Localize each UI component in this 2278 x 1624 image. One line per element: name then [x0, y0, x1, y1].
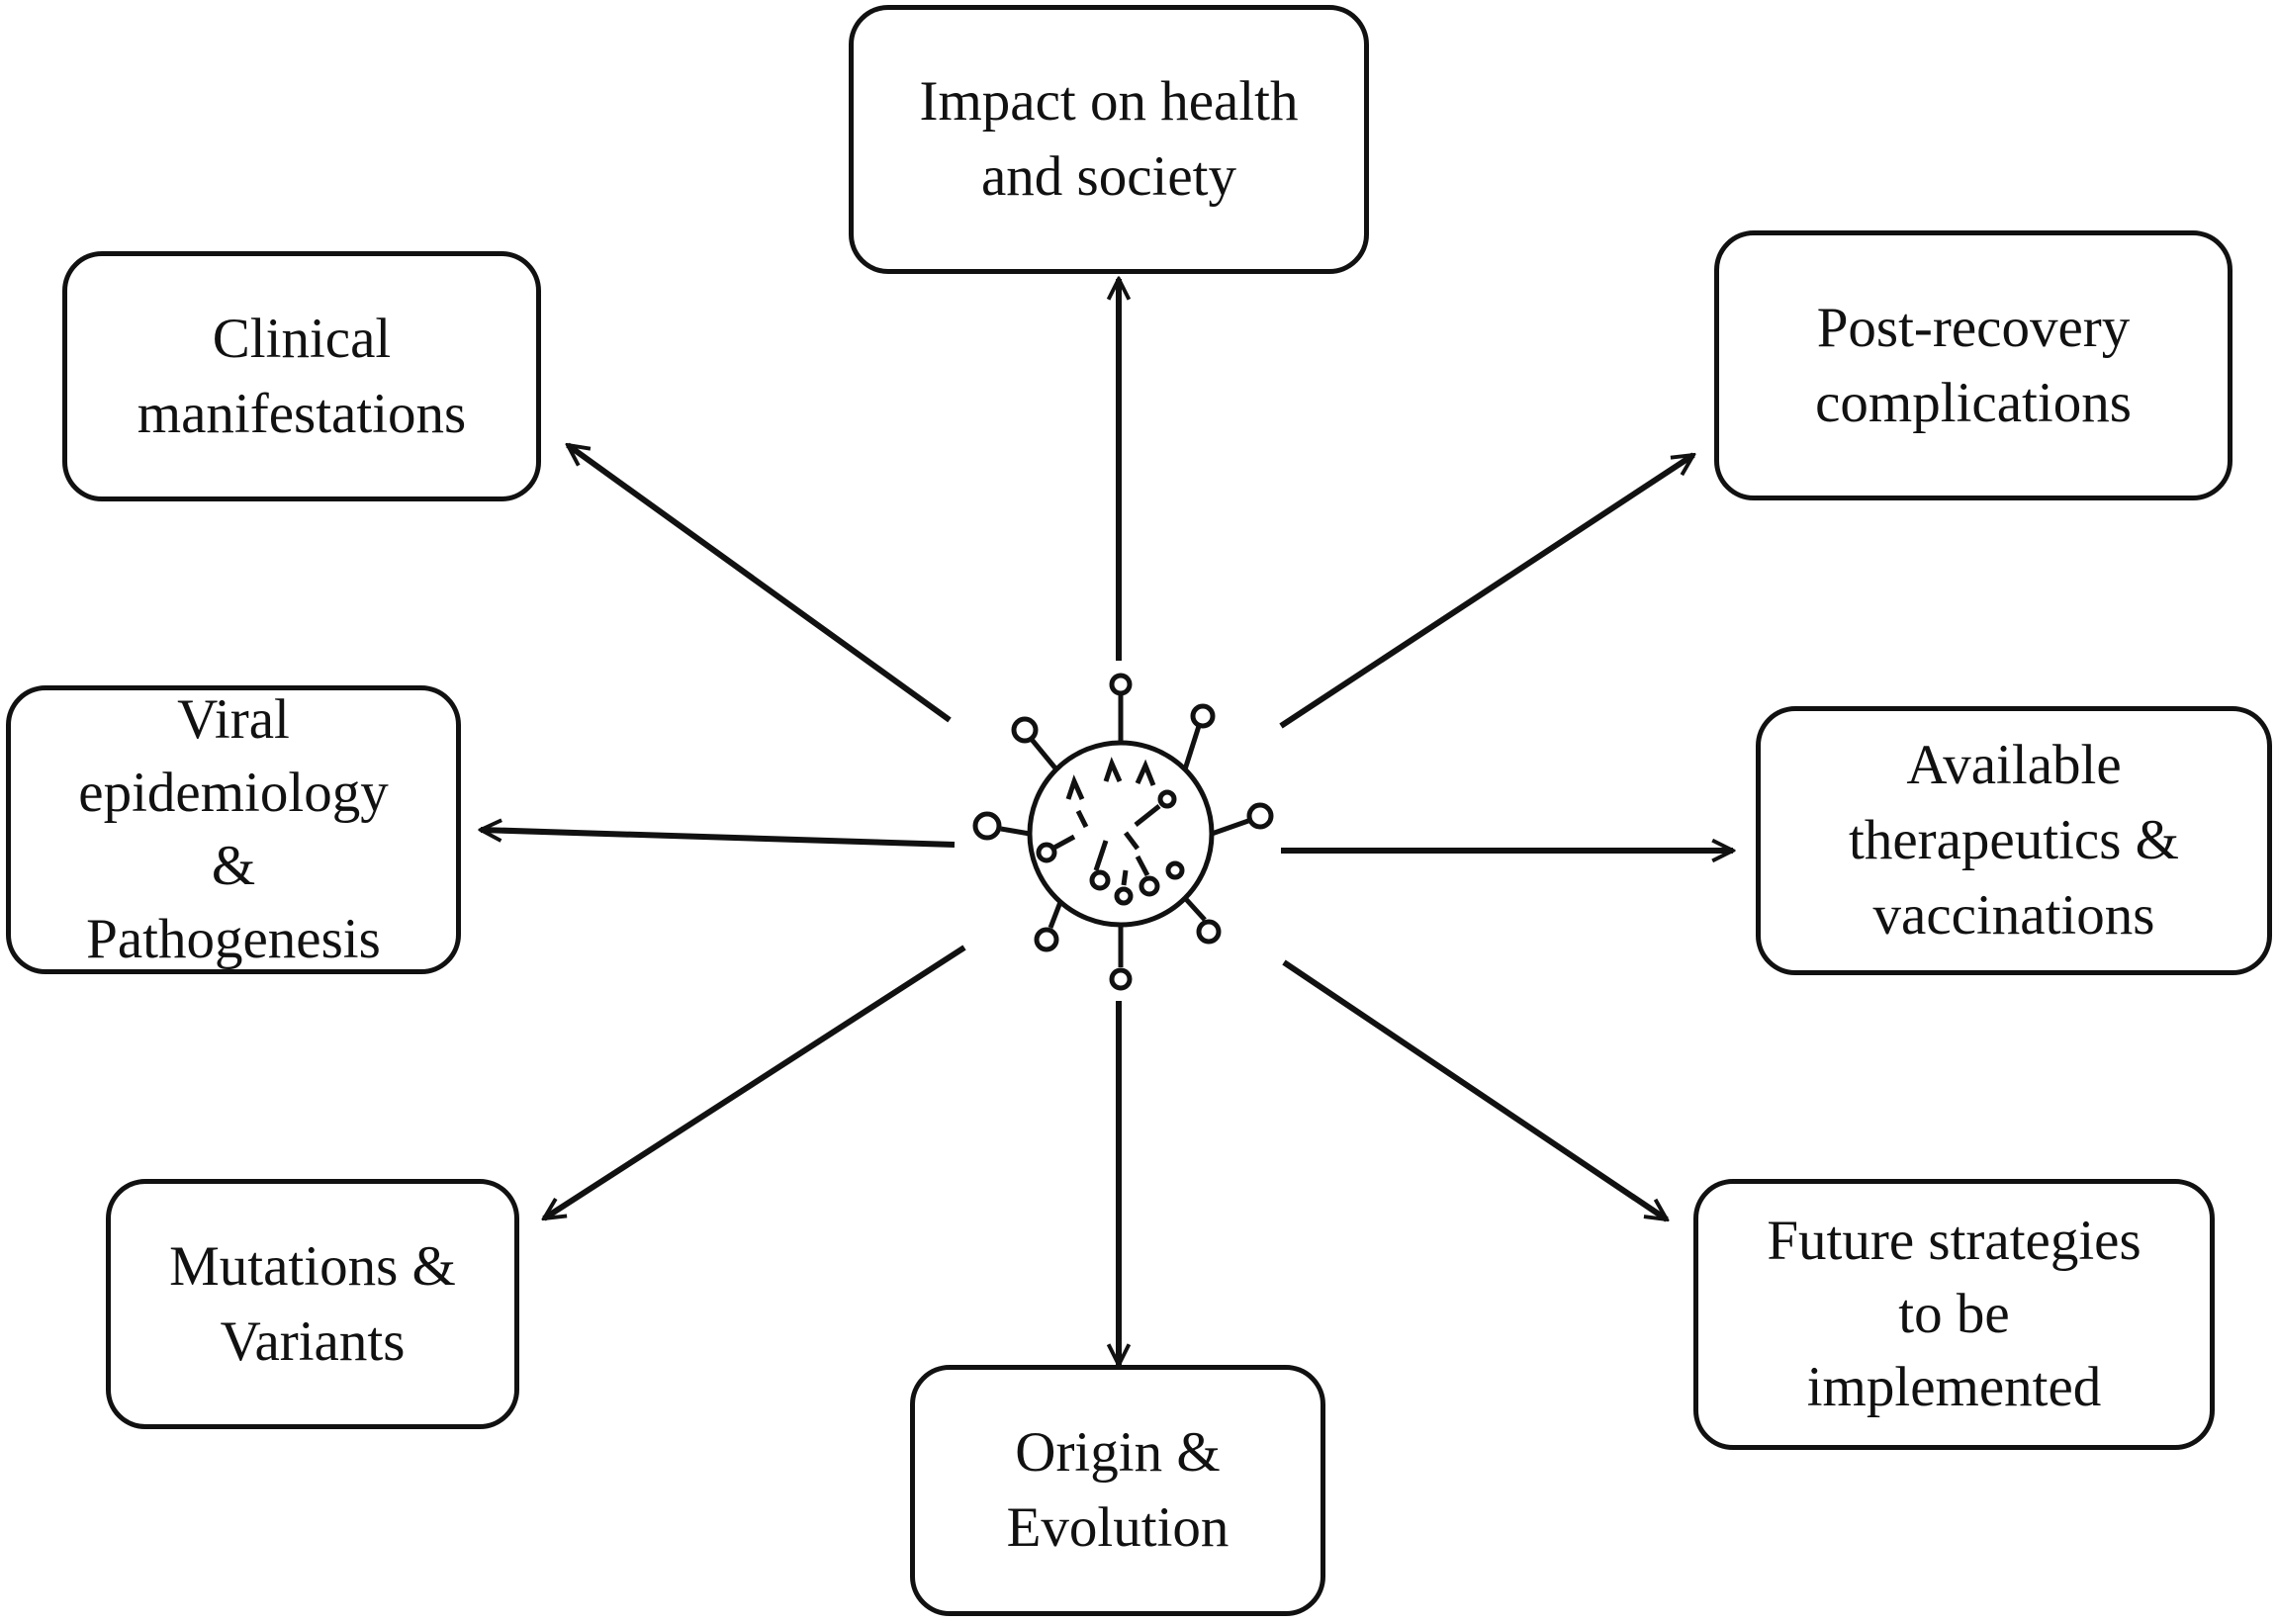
node-clinical: Clinical manifestations	[62, 251, 541, 501]
node-post: Post-recovery complications	[1714, 230, 2232, 500]
virus-icon	[972, 673, 1274, 991]
node-mutations-label: Mutations & Variants	[169, 1234, 456, 1373]
arrow-to-clinical	[568, 445, 952, 723]
arrow-to-post	[1279, 452, 1693, 729]
node-post-label: Post-recovery complications	[1815, 296, 2132, 434]
node-origin: Origin & Evolution	[910, 1365, 1325, 1616]
node-viral: Viral epidemiology & Pathogenesis	[6, 685, 461, 974]
node-available-label: Available therapeutics & vaccinations	[1849, 734, 2179, 947]
node-mutations: Mutations & Variants	[106, 1179, 519, 1429]
node-clinical-label: Clinical manifestations	[137, 307, 467, 445]
node-impact-label: Impact on health and society	[919, 70, 1299, 208]
arrow-to-future	[1282, 959, 1667, 1222]
node-available: Available therapeutics & vaccinations	[1756, 706, 2272, 975]
arrow-to-mutations	[544, 945, 966, 1221]
arrow-to-viral	[481, 830, 956, 848]
node-future-label: Future strategies to be implemented	[1767, 1210, 2141, 1418]
node-origin-label: Origin & Evolution	[1006, 1421, 1230, 1559]
node-future: Future strategies to be implemented	[1693, 1179, 2215, 1450]
node-impact: Impact on health and society	[849, 5, 1369, 274]
node-viral-label: Viral epidemiology & Pathogenesis	[78, 688, 389, 970]
